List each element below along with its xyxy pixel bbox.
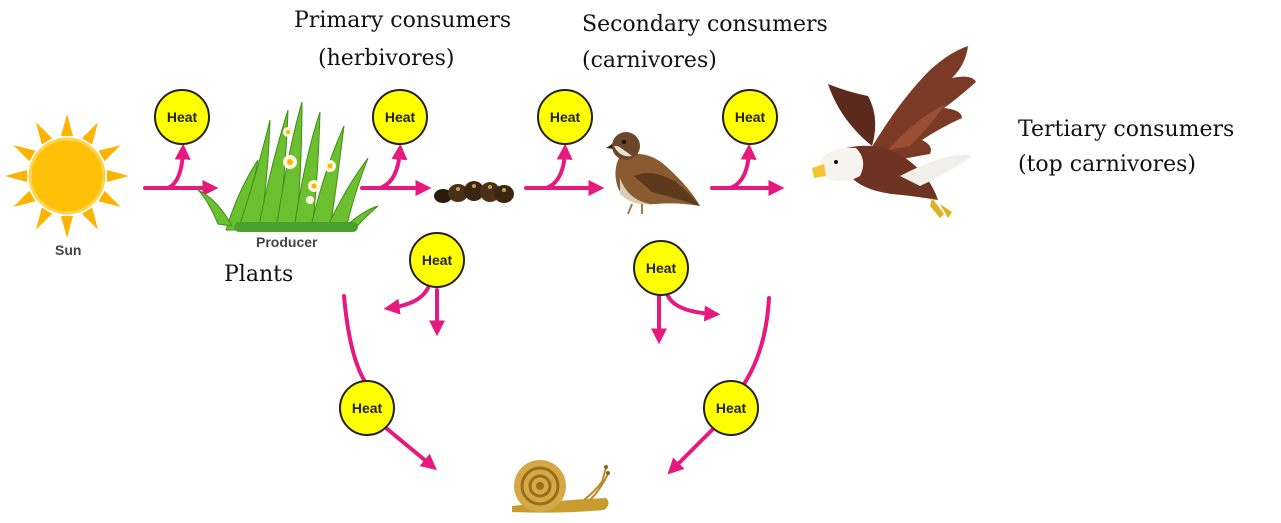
- heat-circle-caterpillar-bottom: Heat: [409, 232, 465, 288]
- arrow-eagle-to-snail-head: [667, 426, 716, 475]
- flower-icon: [283, 127, 336, 204]
- arrow-plants-to-snail-head: [384, 426, 437, 471]
- heat-circle-sun: Heat: [154, 89, 210, 145]
- heat-label: Heat: [385, 109, 416, 125]
- sparrow-icon: [606, 132, 700, 215]
- arrow-plants-to-snail: [342, 294, 370, 388]
- arrow-plants-heat-branch: [378, 143, 408, 190]
- primary-consumers-label: Primary consumers: [294, 8, 512, 33]
- arrow-sparrow-heat-right: [666, 294, 721, 322]
- sun-label: Sun: [55, 242, 82, 258]
- tertiary-consumers-sublabel: (top carnivores): [1018, 152, 1196, 177]
- tertiary-consumers-label: Tertiary consumers: [1018, 117, 1235, 142]
- plants-label: Plants: [224, 262, 294, 287]
- eagle-icon: [812, 46, 976, 218]
- heat-circle-eagle-decomposer: Heat: [703, 380, 759, 436]
- secondary-consumers-sublabel: (carnivores): [582, 48, 717, 73]
- heat-label: Heat: [167, 109, 198, 125]
- primary-consumers-sublabel: (herbivores): [318, 46, 455, 71]
- secondary-consumers-label: Secondary consumers: [582, 12, 828, 37]
- caterpillar-icon: [434, 181, 514, 203]
- heat-circle-plants: Heat: [372, 89, 428, 145]
- grass-plant-icon: [197, 101, 379, 232]
- arrow-caterpillar-heat-branch: [544, 143, 573, 190]
- producer-label: Producer: [256, 234, 318, 250]
- heat-label: Heat: [716, 400, 747, 416]
- arrow-eagle-to-snail: [742, 296, 771, 386]
- heat-circle-sparrow-bottom: Heat: [633, 240, 689, 296]
- heat-circle-sparrow-top: Heat: [722, 89, 778, 145]
- arrow-sun-heat-branch: [166, 143, 191, 190]
- arrow-sparrow-heat-branch: [728, 143, 757, 190]
- sun-icon: [5, 114, 129, 238]
- heat-circles: Heat Heat Heat Heat Heat Heat: [154, 89, 778, 436]
- snail-icon: [512, 460, 610, 513]
- heat-label: Heat: [550, 109, 581, 125]
- heat-label: Heat: [646, 260, 677, 276]
- heat-label: Heat: [735, 109, 766, 125]
- heat-label: Heat: [352, 400, 383, 416]
- heat-circle-plants-decomposer: Heat: [339, 380, 395, 436]
- heat-label: Heat: [422, 252, 453, 268]
- heat-circle-caterpillar-top: Heat: [537, 89, 593, 145]
- arrow-caterpillar-heat-left: [383, 286, 430, 315]
